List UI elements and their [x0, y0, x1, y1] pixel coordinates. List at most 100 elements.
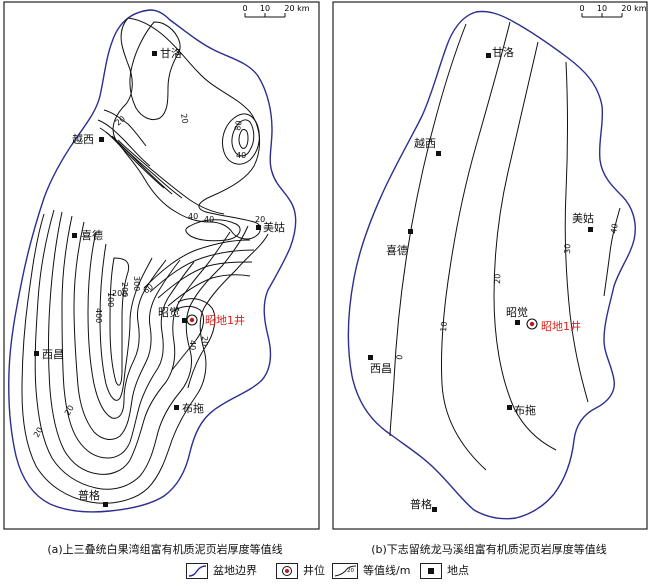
well-marker-b-dot — [529, 321, 535, 327]
contour-label-a-20-north: 20 — [179, 113, 190, 125]
contour-label-b-30: 30 — [563, 244, 572, 254]
contour-a-north-60 — [111, 135, 183, 199]
contour-a-zj-loop-20 — [177, 298, 216, 389]
contour-label-a-40-zj: 40 — [188, 340, 197, 350]
contour-label-a-200-b: 200 — [112, 289, 127, 298]
place-label-b-meigu: 美姑 — [572, 212, 594, 225]
place-marker-a-ganluo — [152, 51, 157, 56]
panel-b: 0 10 20 km 0 10 20 30 40 甘洛 越西 — [332, 1, 648, 530]
contour-a-north-140 — [103, 109, 147, 147]
contour-label-a-20-zj: 20 — [200, 336, 209, 346]
place-label-b-xide: 喜德 — [386, 243, 408, 257]
contour-b-0 — [389, 23, 467, 437]
contour-a-ne-40 — [221, 113, 260, 165]
scale-b-20km: 20 km — [621, 4, 646, 13]
legend-contour-label: 等值线/m — [363, 564, 411, 577]
contour-label-b-40: 40 — [609, 223, 620, 235]
place-marker-b-zhaojue — [515, 320, 520, 325]
contour-a-20-west — [21, 213, 269, 504]
contour-line-icon: 20 — [334, 565, 357, 577]
contour-label-a-20-yx: 20 — [114, 114, 128, 127]
place-marker-b-xichang — [368, 355, 373, 360]
panel-a-scale-bar: 0 10 20 km — [242, 4, 310, 18]
scale-a-0: 0 — [242, 4, 247, 13]
contour-b-40 — [603, 207, 621, 297]
contour-label-a-20-east: 20 — [255, 215, 265, 224]
place-label-b-xichang: 西昌 — [370, 362, 392, 375]
places-b: 甘洛 越西 喜德 美姑 昭觉 西昌 布拖 普格 — [368, 45, 594, 512]
place-marker-b-xide — [408, 229, 413, 234]
well-b: 昭地1井 — [526, 318, 581, 333]
legend-well-label: 井位 — [303, 564, 325, 577]
contour-a-200 — [87, 231, 167, 419]
contour-label-a-40-mid: 40 — [204, 215, 214, 224]
place-marker-b-ganluo — [486, 53, 491, 58]
scale-b-10: 10 — [597, 4, 607, 13]
contour-a-north-40 — [117, 139, 225, 215]
contour-label-b-0: 0 — [395, 354, 404, 360]
contour-a-100 — [73, 221, 181, 440]
place-marker-b-meigu — [588, 227, 593, 232]
legend-basin-boundary-label: 盆地边界 — [213, 564, 257, 577]
places-a: 甘洛 越西 喜德 美姑 昭觉 西昌 布拖 普格 — [34, 46, 285, 507]
place-label-a-ganluo: 甘洛 — [160, 46, 182, 60]
place-marker-a-zhaojue — [182, 318, 187, 323]
legend-place-swatch — [420, 563, 442, 579]
contour-labels-a: 20 40 80 40 40 20 100 200 300 400 40 20 … — [32, 113, 265, 439]
contour-b-30 — [564, 61, 589, 403]
place-marker-b-puge — [432, 507, 437, 512]
place-label-b-butuo: 布拖 — [514, 403, 536, 417]
place-label-a-puge: 普格 — [78, 488, 100, 502]
contour-b-20 — [493, 41, 557, 451]
place-label-b-ganluo: 甘洛 — [492, 45, 514, 59]
scale-a-10: 10 — [260, 4, 270, 13]
legend-place-label: 地点 — [447, 564, 469, 577]
place-marker-b-butuo — [507, 405, 512, 410]
place-marker-a-xichang — [34, 351, 39, 356]
place-label-a-zhaojue: 昭觉 — [158, 306, 180, 319]
contour-b-10 — [440, 21, 511, 471]
panel-a-frame — [3, 1, 320, 530]
contour-a-ne-80 — [238, 129, 249, 149]
contour-label-a-40-ne: 40 — [236, 151, 246, 160]
contour-a-400 — [109, 257, 130, 386]
basin-boundary-icon — [188, 565, 207, 577]
basin-boundary-b — [347, 10, 636, 520]
contour-a-300 — [99, 243, 153, 401]
contour-label-b-20: 20 — [493, 274, 502, 284]
contour-a-north-120 — [97, 119, 151, 167]
contour-a-north-loop — [129, 21, 181, 121]
caption-b: (b)下志留统龙马溪组富有机质泥页岩厚度等值线 — [371, 543, 607, 556]
contour-label-a-40-lens: 40 — [188, 212, 198, 221]
caption-a: (a)上三叠统白果湾组富有机质泥页岩厚度等值线 — [47, 543, 283, 556]
contour-a-lens-40 — [185, 219, 241, 242]
place-label-a-yuexi: 越西 — [72, 132, 94, 146]
legend: 盆地边界 井位 20 等值线/m 地点 — [0, 560, 650, 582]
panel-b-scale-bar: 0 10 20 km — [579, 4, 647, 18]
place-label-b-yuexi: 越西 — [414, 136, 436, 150]
place-square-icon — [428, 568, 434, 574]
place-label-b-puge: 普格 — [410, 497, 432, 511]
place-label-a-xichang: 西昌 — [42, 348, 64, 361]
place-marker-a-yuexi — [99, 137, 104, 142]
scale-b-0: 0 — [579, 4, 584, 13]
contour-a-north-80 — [105, 131, 173, 195]
basin-boundary-a — [8, 9, 297, 513]
contour-labels-b: 0 10 20 30 40 — [395, 223, 620, 360]
contour-a-ne-60 — [231, 119, 255, 157]
contour-label-a-200: 200 — [120, 282, 129, 297]
panel-b-frame — [332, 1, 648, 530]
contour-a-zj-loop-40 — [171, 305, 204, 371]
place-marker-a-xide — [72, 233, 77, 238]
place-marker-a-butuo — [174, 405, 179, 410]
place-label-a-butuo: 布拖 — [182, 401, 204, 415]
place-label-a-xide: 喜德 — [81, 228, 103, 242]
panel-a: 0 10 20 km — [3, 1, 320, 530]
well-a: 昭地1井 — [186, 313, 245, 327]
scale-a-20km: 20 km — [284, 4, 309, 13]
contour-a-zj-2 — [149, 249, 255, 293]
contour-a-north-100 — [99, 127, 165, 189]
place-label-b-zhaojue: 昭觉 — [506, 306, 528, 319]
contour-label-a-20-s: 20 — [63, 404, 76, 417]
